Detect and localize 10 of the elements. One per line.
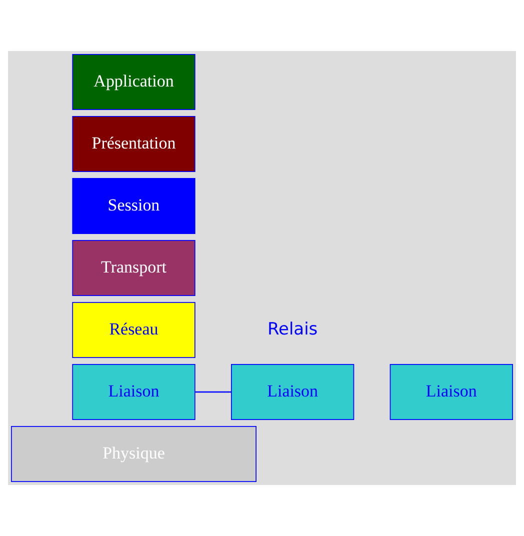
node-box: Liaison: [390, 364, 513, 420]
node-box: Réseau: [72, 302, 196, 358]
node-box: Application: [72, 54, 196, 110]
node-box: Liaison: [231, 364, 354, 420]
node-box: Transport: [72, 240, 196, 296]
node-box: Session: [72, 178, 196, 234]
node-box: Présentation: [72, 116, 196, 172]
node-box: Liaison: [72, 364, 196, 420]
label: Relais: [268, 319, 318, 340]
connector: [195, 391, 232, 393]
